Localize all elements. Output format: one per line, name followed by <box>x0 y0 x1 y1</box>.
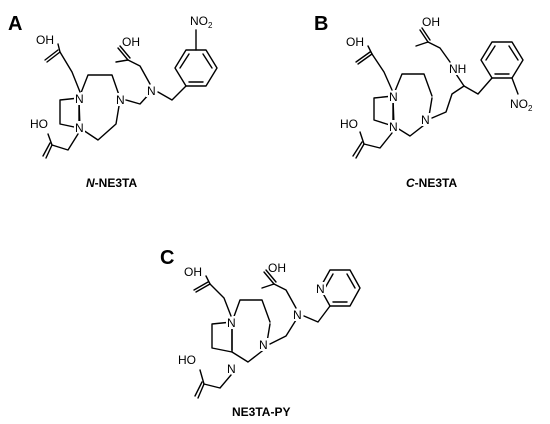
panel-c-n3: N <box>227 362 236 376</box>
panel-a-n1: N <box>75 92 84 106</box>
panel-b-n2: N <box>421 113 430 127</box>
panel-c-letter: C <box>160 247 174 269</box>
panel-a-oh-2: OH <box>122 35 140 49</box>
panel-b-oh-1: OH <box>346 35 364 49</box>
panel-a: A N N N OH HO N <box>8 13 218 190</box>
panel-a-n3: N <box>75 121 84 135</box>
panel-c-n4: N <box>293 308 302 322</box>
panel-c-macrocycle <box>211 299 271 363</box>
panel-c-oh-1: OH <box>184 265 202 279</box>
panel-b-n1: N <box>389 90 398 104</box>
panel-c-ho-1: HO <box>178 353 196 367</box>
panel-b-caption: C-NE3TA <box>406 176 457 190</box>
panel-c-caption: NE3TA-PY <box>232 405 290 419</box>
panel-a-no2: NO2 <box>190 14 213 30</box>
panel-b-letter: B <box>314 13 328 35</box>
panel-a-n2: N <box>116 93 125 107</box>
panel-c-oh-2: OH <box>268 261 286 275</box>
panel-c-n1: N <box>227 316 236 330</box>
panel-b-no2: NO2 <box>510 97 533 113</box>
panel-a-oh-1: OH <box>36 33 54 47</box>
panel-a-macrocycle <box>59 74 121 141</box>
panel-b-oh-2: OH <box>422 15 440 29</box>
panel-a-letter: A <box>8 13 22 35</box>
panel-a-ho-1: HO <box>30 117 48 131</box>
panel-a-n4: N <box>147 84 156 98</box>
panel-a-caption: N-NE3TA <box>86 176 137 190</box>
panel-b-ho-1: HO <box>340 117 358 131</box>
panel-c-n2: N <box>259 338 268 352</box>
panel-c: C N N N OH HO N OH <box>160 247 361 419</box>
panel-c-pyridine-n: N <box>316 282 325 296</box>
panel-b: B N N N OH HO NH <box>314 13 533 190</box>
panel-b-nh: NH <box>449 62 466 76</box>
panel-b-n3: N <box>389 120 398 134</box>
